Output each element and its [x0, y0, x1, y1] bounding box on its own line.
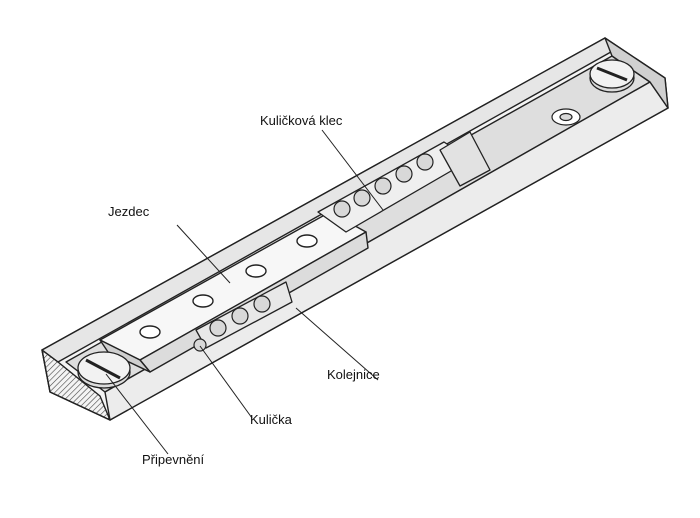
carriage-hole [139, 325, 161, 339]
label-ball-cage: Kuličková klec [260, 113, 343, 128]
leader-lines [105, 129, 384, 455]
label-ball: Kulička [250, 412, 292, 427]
label-rail: Kolejnice [327, 367, 380, 382]
ball-icon [231, 307, 249, 325]
balls [193, 153, 434, 352]
ball-icon [416, 153, 434, 171]
ball-icon [353, 189, 371, 207]
mounting-screws [77, 59, 635, 389]
ball-icon [193, 338, 207, 352]
carriage-hole [245, 264, 267, 278]
carriage-hole [296, 234, 318, 248]
leader-line-carriage [176, 224, 231, 284]
leader-line-ball [199, 345, 253, 419]
ball-icon [253, 295, 271, 313]
ball-icon [395, 165, 413, 183]
leader-line-mounting [105, 373, 169, 455]
ball-icon [333, 200, 351, 218]
label-carriage: Jezdec [108, 204, 150, 219]
ball-icon [209, 319, 227, 337]
leader-line-cage [321, 129, 384, 211]
ball-icon [374, 177, 392, 195]
label-mounting: Připevnění [142, 452, 205, 467]
leader-line-rail [295, 307, 379, 381]
rail-holes [551, 108, 581, 126]
carriage-hole [192, 294, 214, 308]
